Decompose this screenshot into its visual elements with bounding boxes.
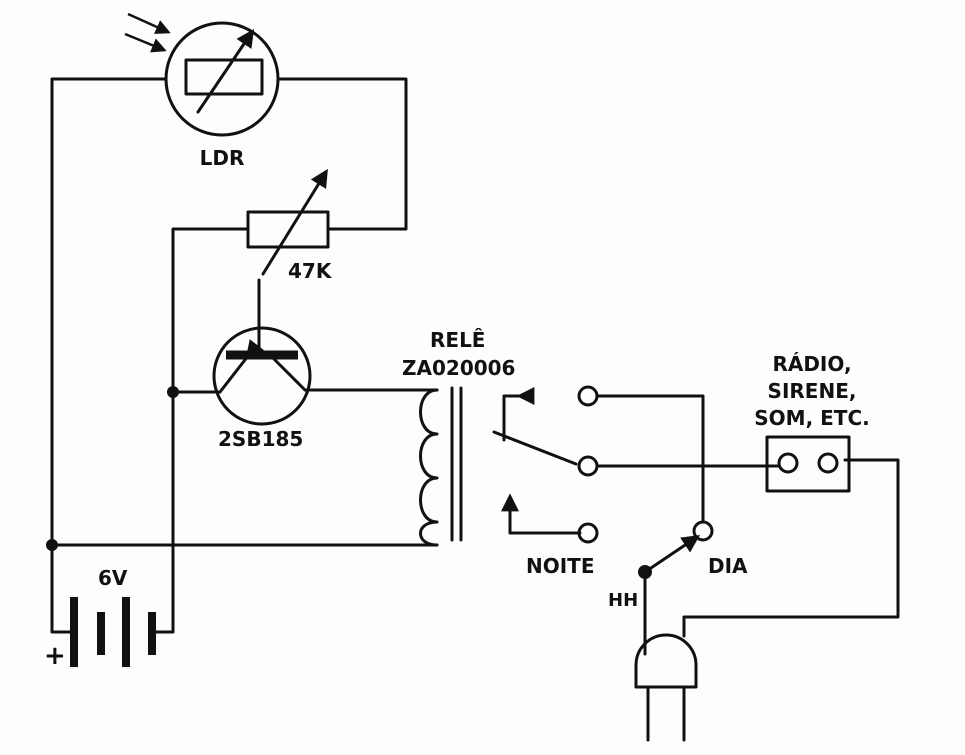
relay-coil: [419, 386, 463, 547]
relay-title: RELÊ: [430, 328, 485, 352]
ldr-label: LDR: [200, 146, 245, 170]
battery-plus: +: [44, 641, 66, 671]
battery-label: 6V: [98, 566, 128, 590]
transistor-component: [212, 326, 312, 426]
load-label-line1: RÁDIO,: [772, 352, 851, 376]
load-label-line3: SOM, ETC.: [754, 406, 869, 430]
ldr-wires: [50, 77, 408, 547]
relay-contacts: [492, 385, 780, 544]
pot-label: 47K: [288, 259, 333, 283]
switch-label: HH: [608, 590, 638, 611]
plug-icon: [634, 458, 900, 742]
light-arrows-icon: [124, 12, 171, 53]
ldr-component: [124, 12, 280, 137]
return-wire: [46, 539, 439, 634]
night-label: NOITE: [526, 554, 595, 578]
transistor-wires: [148, 386, 439, 634]
selector-switch: [638, 520, 714, 656]
load-label-line2: SIRENE,: [768, 379, 857, 403]
relay-model: ZA020006: [402, 356, 515, 380]
day-label: DIA: [708, 554, 748, 578]
load-socket: [765, 435, 851, 493]
battery-component: [70, 597, 156, 667]
transistor-label: 2SB185: [218, 427, 303, 451]
potentiometer-component: [171, 168, 330, 394]
